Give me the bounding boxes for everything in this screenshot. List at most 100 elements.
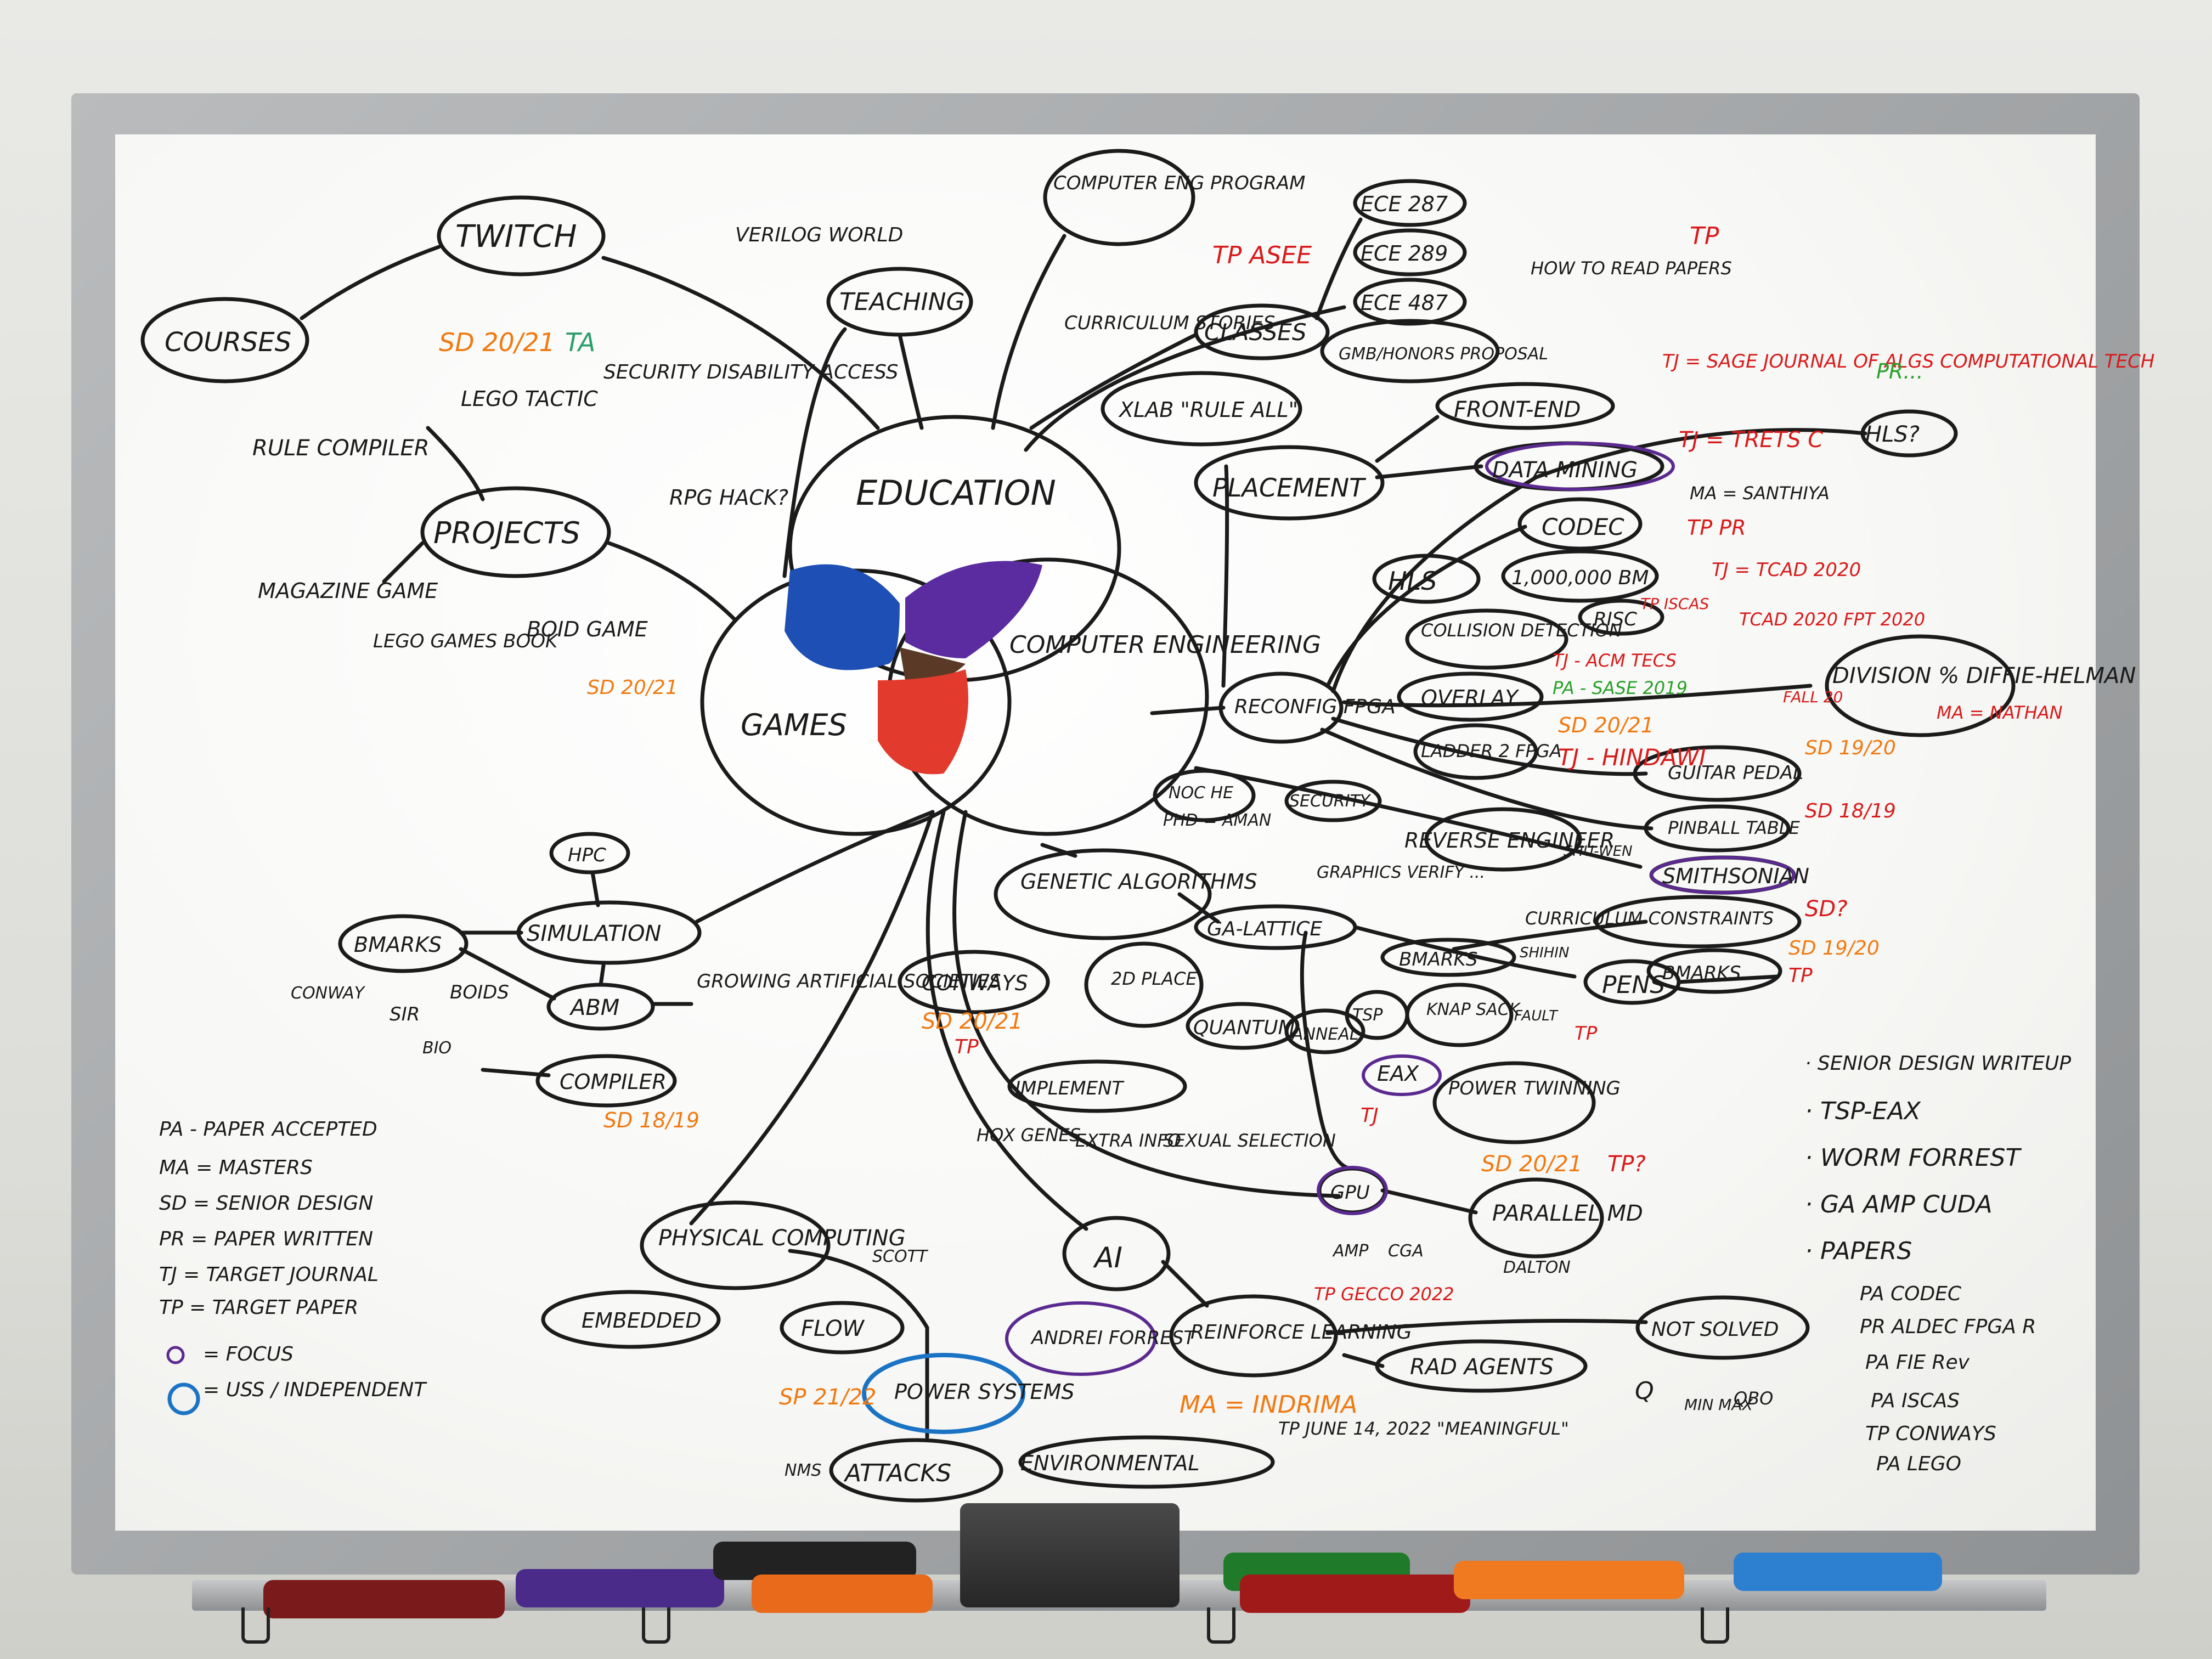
data-mining-node: DATA MINING [1492,458,1638,483]
power-twinning-node: POWER TWINNING [1448,1077,1621,1099]
bmarks2-node: BMARKS [1662,962,1741,984]
ai-node: AI [1093,1242,1122,1274]
security-label: SECURITY DISABILITY ACCESS [603,361,898,383]
binder-clip [241,1607,270,1644]
conway-label: CONWAY [291,984,366,1003]
magazine-label: MAGAZINE GAME [258,579,438,603]
courses-node: COURSES [165,327,291,358]
sd-2021d-label: SD 20/21 [1481,1152,1582,1177]
embedded-node: EMBEDDED [582,1308,702,1333]
shu-label: SHU-WEN [1564,843,1633,860]
eraser[interactable] [960,1503,1180,1607]
graphics-label: GRAPHICS VERIFY ... [1317,863,1485,882]
sd-1819b-label: SD 18/19 [603,1108,699,1132]
orange-marker-2[interactable] [1454,1561,1684,1599]
ma-santhiya-label: MA = SANTHIYA [1690,483,1830,504]
red-marker-2[interactable] [1240,1575,1470,1613]
hls-q-node: HLS? [1865,422,1920,447]
place-2d-node: 2D PLACE [1111,968,1198,989]
sir-label: SIR [390,1003,420,1025]
bmarks-node: BMARKS [1399,949,1477,970]
fault-label: FAULT [1514,1008,1559,1024]
scott-label: SCOTT [872,1247,929,1266]
tj-hindawi-label: TJ - HINDAWI [1558,744,1706,771]
binder-clip [1701,1607,1729,1644]
tp3-label: TP [1575,1023,1598,1045]
collision-node: COLLISION DETECTION [1421,620,1622,641]
hpc-node: HPC [568,844,606,866]
iscas-label: TP ISCAS [1640,595,1709,613]
overlay-node: OVERLAY [1421,686,1519,710]
twitch-node: TWITCH [455,219,577,255]
venn-ce-label: COMPUTER ENGINEERING [1009,631,1321,659]
lego-games-book-label: LEGO GAMES BOOK [373,630,559,652]
how-to-read-label: HOW TO READ PAPERS [1531,258,1732,279]
legend-uss: = USS / INDEPENDENT [203,1379,427,1401]
purple-marker[interactable] [516,1569,724,1607]
teaching-node: TEACHING [839,288,965,316]
flow-node: FLOW [801,1316,865,1341]
tp-pr-label: TP PR [1687,516,1746,540]
black-marker[interactable] [713,1542,916,1580]
tj-tcad-label: TJ = TCAD 2020 [1712,559,1861,581]
ta-label: TA [565,328,595,357]
todo-ga-amp: · GA AMP CUDA [1805,1190,1993,1218]
boid-game-label: BOID GAME [527,617,648,641]
binder-clip [1207,1607,1235,1644]
xlab-node: XLAB "RULE ALL" [1118,398,1298,422]
ma-indrima-label: MA = INDRIMA [1180,1391,1357,1419]
ce-program-node: COMPUTER ENG PROGRAM [1053,172,1305,194]
amp-node: AMP [1332,1242,1369,1261]
security2-node: SECURITY [1289,792,1372,811]
tcad-fpt-label: TCAD 2020 FPT 2020 [1739,609,1925,630]
hls-node: HLS [1388,566,1437,596]
nms-label: NMS [785,1461,821,1480]
tp-q-label: TP? [1607,1152,1646,1177]
sd-boid-label: SD 20/21 [587,676,678,699]
legend-pr: PR = PAPER WRITTEN [159,1228,373,1250]
reverse-node: REVERSE ENGINEER [1404,828,1615,853]
todo-papers: · PAPERS [1805,1237,1912,1265]
reinforce-node: REINFORCE LEARNING [1190,1321,1412,1344]
classes-node: CLASSES [1204,319,1306,346]
knapsack-node: KNAP SACK [1426,1000,1521,1019]
bmarks3-node: BMARKS [354,933,442,957]
ece487-node: ECE 487 [1361,291,1448,315]
venn-red-region [878,669,968,775]
fall-label: FALL 20 [1783,688,1843,706]
codec-node: CODEC [1542,514,1624,540]
tp-june-label: TP JUNE 14, 2022 "MEANINGFUL" [1278,1418,1569,1439]
todo-tsp: · TSP-EAX [1805,1097,1921,1125]
parallel-node: PARALLEL MD [1492,1201,1643,1226]
legend-tj: TJ = TARGET JOURNAL [159,1263,379,1286]
guitar-node: GUITAR PEDAL [1668,762,1803,784]
blue-marker[interactable] [1734,1553,1942,1591]
cga-label: CGA [1388,1242,1424,1261]
attacks-node: ATTACKS [843,1459,951,1487]
shihin-label: SHIHIN [1520,945,1569,961]
todo-lego: PA LEGO [1876,1453,1961,1475]
sd-2021c-label: SD 20/21 [922,1009,1023,1034]
venn-games-label: GAMES [741,708,847,742]
tp1-label: TP [1788,964,1813,987]
anneal-node: ANNEAL [1291,1025,1359,1044]
gpu-node: GPU [1330,1182,1370,1204]
legend-ma: MA = MASTERS [159,1156,313,1179]
power-node: POWER SYSTEMS [894,1380,1074,1404]
tp2-label: TP [955,1036,979,1058]
pr-label: PR... [1876,359,1923,383]
curriculum-stories-label: CURRICULUM STORIES [1064,312,1275,334]
tsp-node: TSP [1352,1006,1383,1025]
verilog-world-label: VERILOG WORLD [735,224,903,246]
tj-acm-label: TJ - ACM TECS [1553,650,1677,671]
orange-marker[interactable] [752,1575,933,1613]
sexual-label: SEXUAL SELECTION [1163,1130,1336,1151]
red-marker[interactable] [263,1580,505,1618]
whiteboard-surface [115,134,2096,1531]
venn-purple-region [905,561,1042,658]
legend-pa: PA - PAPER ACCEPTED [159,1118,377,1141]
todo-fie: PA FIE Rev [1865,1351,1970,1374]
tj-eax-label: TJ [1361,1104,1379,1127]
division-node: DIVISION % DIFFIE-HELMAN [1832,663,2136,689]
lego-tactic-label: LEGO TACTIC [461,387,598,411]
